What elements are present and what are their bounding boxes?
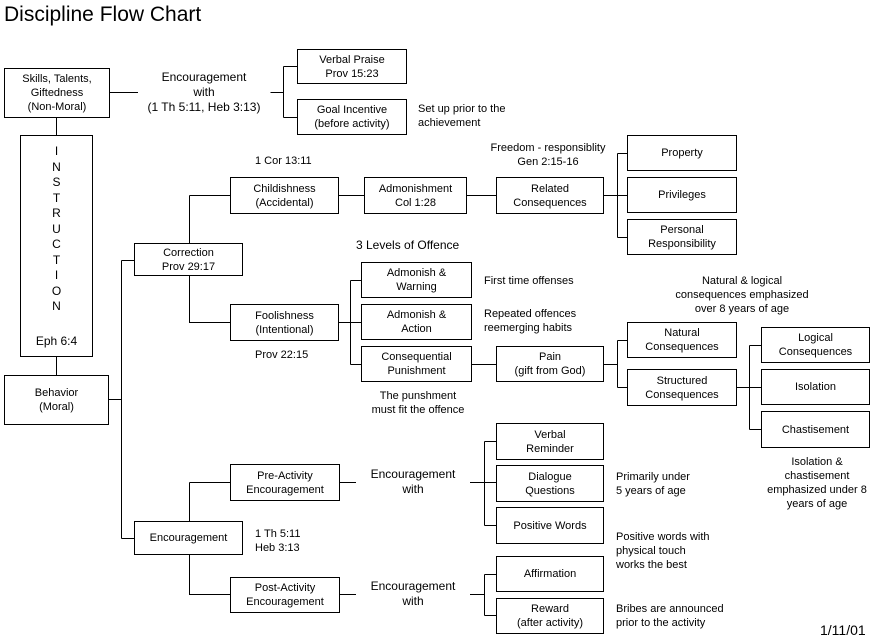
instruction-box: I N S T R U C T I O N Eph 6:4	[20, 135, 93, 357]
bribes-note: Bribes are announced prior to the activi…	[616, 603, 724, 629]
childishness-box: Childishness (Accidental)	[230, 177, 339, 214]
admonishment-box: Admonishment Col 1:28	[364, 177, 467, 214]
post-activity-box: Post-Activity Encouragement	[230, 577, 340, 613]
prov-22-15-ref: Prov 22:15	[255, 349, 309, 361]
instruction-ref: Eph 6:4	[35, 334, 78, 348]
isolation-chastisement-note: Isolation & chastisement emphasized unde…	[767, 456, 867, 510]
behavior-box: Behavior (Moral)	[4, 375, 109, 425]
pain-box: Pain (gift from God)	[496, 346, 604, 382]
isolation-box: Isolation	[761, 369, 870, 405]
set-up-prior-note: Set up prior to the achievement	[418, 103, 506, 129]
chastisement-box: Chastisement	[761, 411, 870, 448]
dialogue-questions-box: Dialogue Questions	[496, 465, 604, 502]
skills-talents-box: Skills, Talents, Giftedness (Non-Moral)	[4, 68, 110, 118]
natural-consequences-box: Natural Consequences	[627, 322, 737, 358]
three-levels-heading: 3 Levels of Offence	[356, 238, 460, 252]
positive-words-box: Positive Words	[496, 507, 604, 544]
primarily-under-note: Primarily under 5 years of age	[616, 471, 690, 497]
verbal-praise-box: Verbal Praise Prov 15:23	[297, 49, 407, 84]
related-consequences-box: Related Consequences	[496, 177, 604, 214]
instruction-letters: I N S T R U C T I O N	[51, 144, 62, 313]
encouragement-box: Encouragement	[134, 521, 243, 555]
encouragement-with-label-post: Encouragement with	[370, 579, 456, 608]
personal-responsibility-box: Personal Responsibility	[627, 219, 737, 255]
encouragement-with-label-top: Encouragement with (1 Th 5:11, Heb 3:13)	[147, 70, 261, 114]
freedom-responsibility-note: Freedom - responsiblity Gen 2:15-16	[490, 142, 606, 168]
first-time-note: First time offenses	[484, 275, 574, 287]
property-box: Property	[627, 135, 737, 171]
privileges-box: Privileges	[627, 177, 737, 213]
structured-consequences-box: Structured Consequences	[627, 369, 737, 406]
pre-activity-box: Pre-Activity Encouragement	[230, 464, 340, 501]
foolishness-box: Foolishness (Intentional)	[230, 304, 339, 341]
th-heb-ref: 1 Th 5:11 Heb 3:13	[255, 528, 301, 554]
admonish-action-box: Admonish & Action	[361, 304, 472, 340]
page-title: Discipline Flow Chart	[4, 3, 202, 26]
encouragement-with-label-pre: Encouragement with	[370, 467, 456, 496]
verbal-reminder-box: Verbal Reminder	[496, 423, 604, 460]
repeated-offences-note: Repeated offences reemerging habits	[484, 308, 577, 334]
logical-consequences-box: Logical Consequences	[761, 327, 870, 363]
punishment-fit-note: The punshment must fit the offence	[371, 390, 465, 416]
cor-13-11-ref: 1 Cor 13:11	[255, 155, 312, 167]
admonish-warning-box: Admonish & Warning	[361, 262, 472, 298]
consequential-punishment-box: Consequential Punishment	[361, 346, 472, 382]
positive-touch-note: Positive words with physical touch works…	[616, 531, 710, 571]
correction-box: Correction Prov 29:17	[134, 243, 243, 276]
affirmation-box: Affirmation	[496, 556, 604, 592]
goal-incentive-box: Goal Incentive (before activity)	[297, 99, 407, 135]
date-label: 1/11/01	[820, 622, 866, 638]
natural-logical-note: Natural & logical consequences emphasize…	[675, 275, 809, 315]
reward-box: Reward (after activity)	[496, 598, 604, 634]
